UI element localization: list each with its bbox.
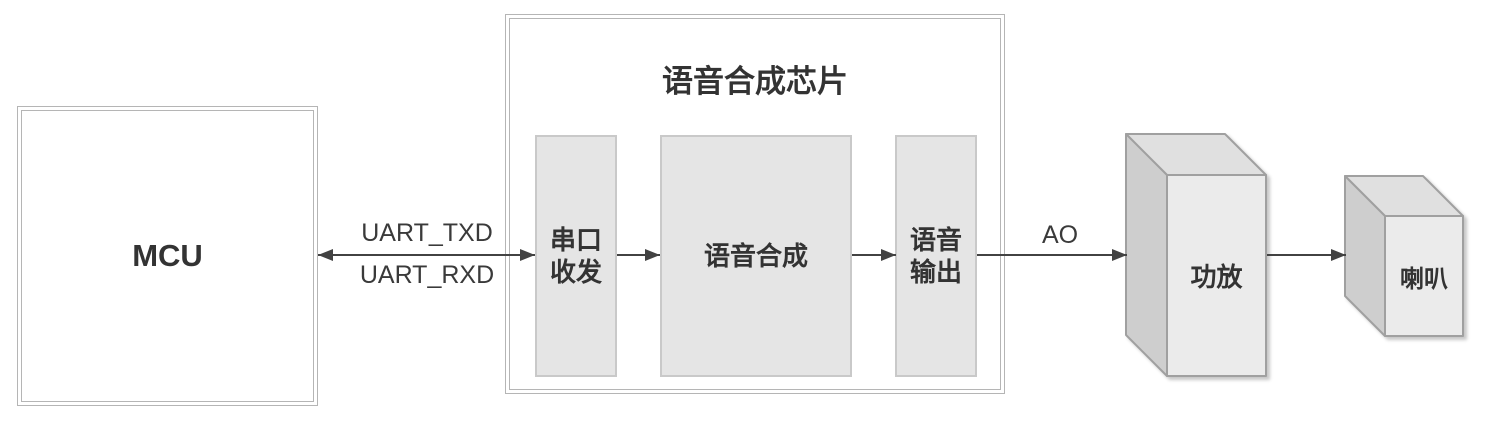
node-amplifier: 功放 (1125, 133, 1271, 383)
arrowhead-right-icon (520, 249, 535, 261)
connector-mcu-uart-line (318, 254, 535, 256)
node-uart-transceiver: 串口 收发 (535, 135, 617, 377)
connector-output-amp-line (977, 254, 1127, 256)
cube-shape-icon (1125, 133, 1267, 377)
uart-rxd-label: UART_RXD (359, 261, 495, 289)
ao-label: AO (1041, 221, 1079, 249)
arrowhead-right-icon (881, 249, 896, 261)
mcu-label: MCU (132, 238, 203, 273)
node-speaker: 喇叭 (1344, 175, 1468, 343)
connector-uart-synth-line (617, 254, 660, 256)
connector-amp-speaker-line (1267, 254, 1346, 256)
node-speech-output: 语音 输出 (895, 135, 977, 377)
uart-transceiver-label: 串口 收发 (549, 224, 602, 288)
chip-title: 语音合成芯片 (662, 64, 848, 99)
arrowhead-right-icon (1331, 249, 1346, 261)
connector-synth-output-line (852, 254, 896, 256)
arrowhead-right-icon (645, 249, 660, 261)
amplifier-label: 功放 (1190, 262, 1243, 292)
speaker-label: 喇叭 (1400, 265, 1448, 293)
arrowhead-right-icon (1112, 249, 1127, 261)
node-mcu: MCU (17, 106, 318, 406)
uart-txd-label: UART_TXD (361, 219, 493, 247)
speech-synthesis-label: 语音合成 (703, 240, 808, 271)
arrowhead-left-icon (318, 249, 333, 261)
speech-output-label: 语音 输出 (909, 224, 962, 288)
cube-shape-icon (1344, 175, 1464, 337)
node-speech-synthesis: 语音合成 (660, 135, 852, 377)
